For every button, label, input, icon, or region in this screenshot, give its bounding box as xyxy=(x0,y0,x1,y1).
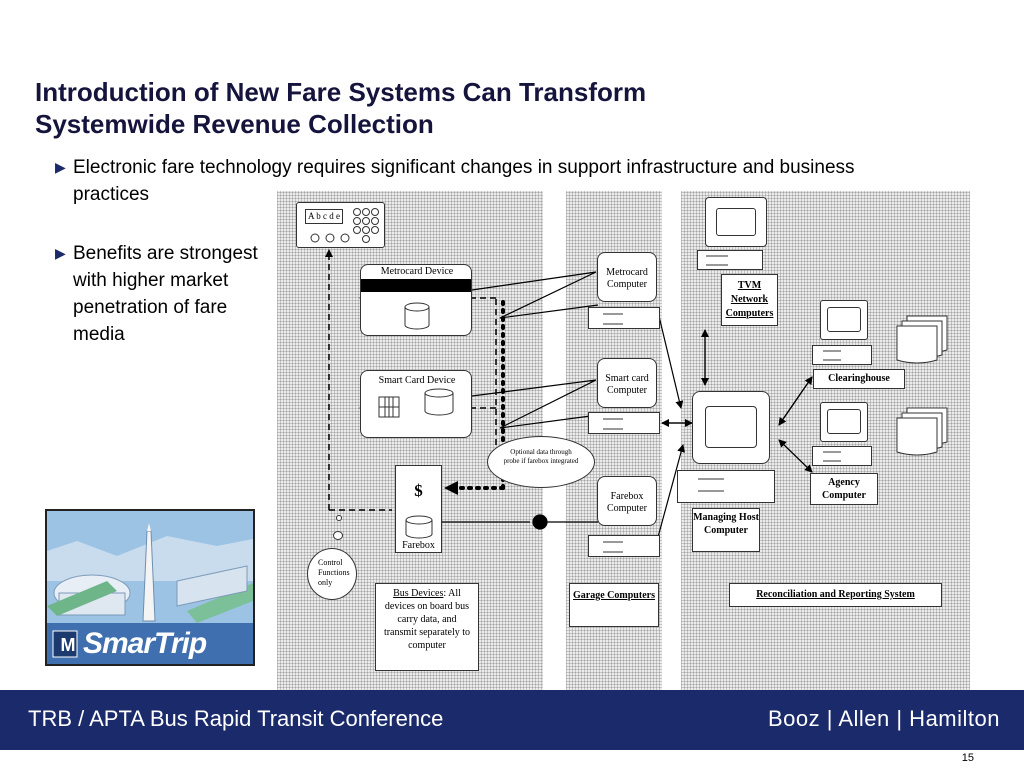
clearinghouse-label: Clearinghouse xyxy=(813,369,905,389)
bullet-arrow-icon: ▶ xyxy=(55,245,66,261)
computer-links xyxy=(657,311,813,538)
metrocard-device: Metrocard Device xyxy=(360,264,472,336)
bullet-1-text: Electronic fare technology requires sign… xyxy=(73,157,855,205)
footer-company-logo: Booz | Allen | Hamilton xyxy=(767,706,1000,731)
smartrip-logo-image: M SmarTrip xyxy=(45,509,255,666)
smart-card-computer-label: Smart card Computer xyxy=(605,373,649,396)
managing-host-monitor xyxy=(692,391,770,464)
reconciliation-text: Reconciliation and Reporting System xyxy=(756,589,915,600)
agency-base xyxy=(812,446,872,466)
tvm-network-text: TVM Network Computers xyxy=(725,280,774,319)
tvm-base xyxy=(697,250,763,270)
bus-devices-box: Bus Devices: All devices on board bus ca… xyxy=(375,583,479,671)
bus-devices-text: : All devices on board bus carry data, a… xyxy=(383,588,471,651)
metrocard-device-label: Metrocard Device xyxy=(380,266,454,277)
optional-data-cloud: Optional data through probe if farebox i… xyxy=(487,436,595,488)
control-functions-text: Control Functions only xyxy=(318,558,350,587)
clearinghouse-monitor xyxy=(820,300,868,340)
bullet-1: ▶ Electronic fare technology requires si… xyxy=(55,154,933,208)
magnetic-stripe xyxy=(361,279,471,292)
farebox-device: $ Farebox xyxy=(395,465,442,553)
smartrip-badge: M xyxy=(60,635,76,655)
tvm-network-label: TVM Network Computers xyxy=(721,274,778,326)
keyboard-icon xyxy=(706,255,728,266)
managing-host-base xyxy=(677,470,775,503)
wireless-links xyxy=(471,271,599,429)
bullet-arrow-icon: ▶ xyxy=(55,159,66,175)
slide-title-line-2: Systemwide Revenue Collection xyxy=(35,109,434,139)
agency-documents-icon xyxy=(896,407,948,456)
keypad-arrow xyxy=(325,249,392,511)
smart-card-device: Smart Card Device xyxy=(360,370,472,438)
metrocard-computer-label: Metrocard Computer xyxy=(606,267,648,290)
clearinghouse-documents-icon xyxy=(896,315,948,364)
smartrip-illustration xyxy=(47,511,253,664)
smart-card-computer: Smart card Computer xyxy=(597,358,657,408)
managing-host-text: Managing Host Computer xyxy=(693,512,759,536)
farebox-link xyxy=(440,514,598,530)
smartrip-logo-text: SmarTrip xyxy=(83,627,207,660)
garage-computers-label: Garage Computers xyxy=(569,583,659,627)
keyboard-icon xyxy=(603,313,623,325)
control-functions-cloud: Control Functions only xyxy=(307,548,357,600)
bullet-2: ▶ Benefits are strongest with higher mar… xyxy=(55,240,263,348)
clearinghouse-base xyxy=(812,345,872,365)
footer-conference-name: TRB / APTA Bus Rapid Transit Conference xyxy=(28,706,444,731)
keyboard-icon xyxy=(823,451,841,462)
farebox-dollar-symbol: $ xyxy=(414,481,423,500)
metrocard-computer: Metrocard Computer xyxy=(597,252,657,302)
keyboard-icon xyxy=(823,350,841,361)
agency-computer-text: Agency Computer xyxy=(822,477,866,501)
slide-title-line-1: Introduction of New Fare Systems Can Tra… xyxy=(35,77,647,107)
keypad-buttons-icon xyxy=(310,208,379,243)
farebox-label: Farebox xyxy=(402,540,435,551)
probe-arrow-head xyxy=(444,481,458,495)
farebox-computer-label: Farebox Computer xyxy=(607,491,647,514)
managing-host-label: Managing Host Computer xyxy=(692,508,760,552)
page-number: 15 xyxy=(961,752,974,764)
keyboard-icon xyxy=(603,418,623,430)
tvm-screen xyxy=(716,208,756,236)
clearinghouse-screen xyxy=(827,307,861,332)
metrocard-computer-base xyxy=(588,307,660,329)
database-icon xyxy=(404,302,430,330)
bullet-2-text: Benefits are strongest with higher marke… xyxy=(73,243,258,345)
keyboard-icon xyxy=(603,541,623,553)
farebox-computer: Farebox Computer xyxy=(597,476,657,526)
keypad-device: A b c d e xyxy=(296,202,385,248)
managing-host-screen xyxy=(705,406,757,448)
smart-card-computer-base xyxy=(588,412,660,434)
agency-monitor xyxy=(820,402,868,442)
cloud-tail-2 xyxy=(336,515,342,521)
agency-screen xyxy=(827,409,861,434)
farebox-computer-base xyxy=(588,535,660,557)
cloud-tail-1 xyxy=(333,531,343,540)
smart-card-device-label: Smart Card Device xyxy=(378,375,456,386)
bus-devices-title: Bus Devices xyxy=(393,588,444,599)
keyboard-icon xyxy=(698,478,724,492)
footer-bar: TRB / APTA Bus Rapid Transit Conference … xyxy=(0,690,1024,750)
clearinghouse-text: Clearinghouse xyxy=(828,373,890,384)
tvm-monitor xyxy=(705,197,767,247)
agency-computer-label: Agency Computer xyxy=(810,473,878,505)
reconciliation-label: Reconciliation and Reporting System xyxy=(729,583,942,607)
keypad-display: A b c d e xyxy=(305,209,343,224)
garage-computers-text: Garage Computers xyxy=(573,590,655,601)
smart-card-chip-icon xyxy=(378,388,454,418)
farebox-database-icon xyxy=(405,515,433,539)
slide-title: Introduction of New Fare Systems Can Tra… xyxy=(35,76,935,140)
optional-data-text: Optional data through probe if farebox i… xyxy=(503,448,579,465)
